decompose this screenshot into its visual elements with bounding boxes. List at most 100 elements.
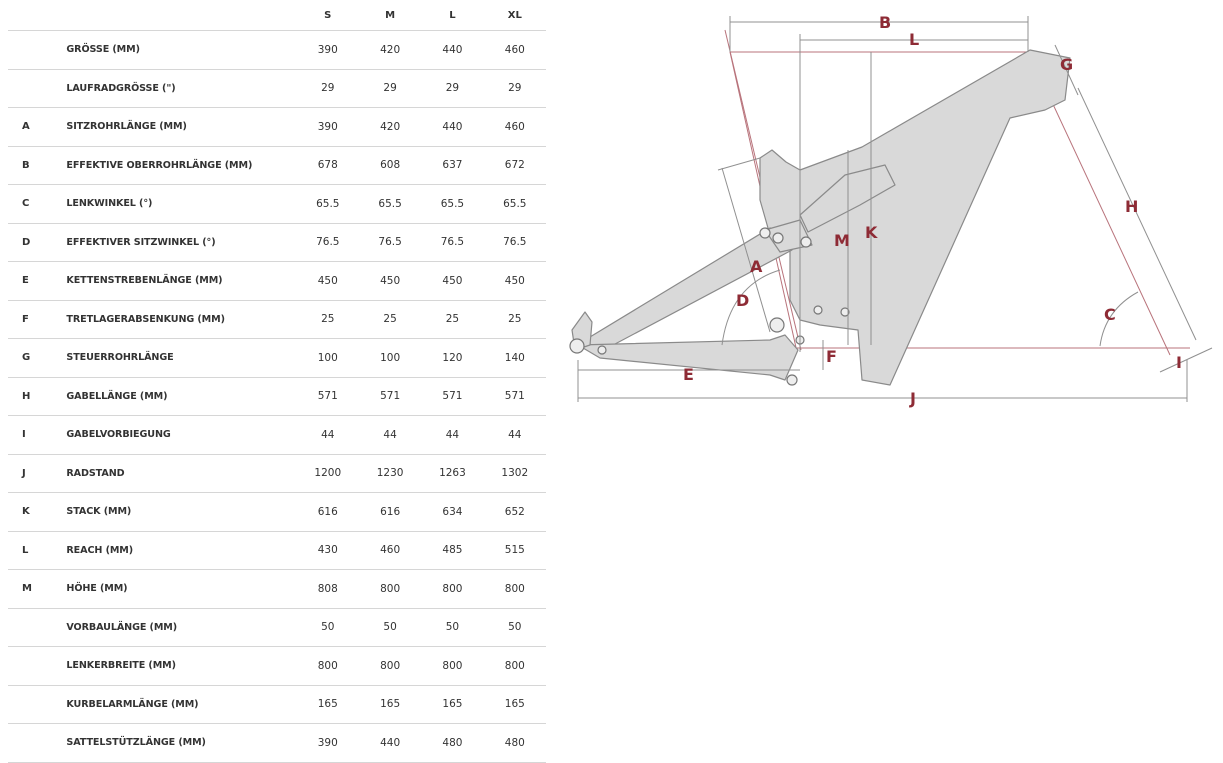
row-value-m: 571 — [358, 377, 422, 416]
row-value-xl: 571 — [483, 377, 546, 416]
row-label: GRÖSSE (MM) — [66, 30, 297, 70]
row-value-l: 50 — [421, 608, 484, 647]
row-value-l: 571 — [421, 377, 484, 416]
label-f: F — [826, 347, 837, 366]
row-label: GABELLÄNGE (MM) — [66, 377, 297, 416]
rear-axle — [569, 338, 585, 354]
row-label: GABELVORBIEGUNG — [66, 415, 297, 455]
row-value-xl: 800 — [483, 569, 546, 609]
row-value-xl: 652 — [483, 492, 546, 532]
row-value-s: 616 — [296, 492, 359, 532]
header-size-xl: XL — [483, 0, 546, 31]
row-code: A — [8, 107, 67, 147]
label-m: M — [834, 231, 850, 250]
row-value-xl: 165 — [483, 685, 546, 724]
row-value-xl: 50 — [483, 608, 546, 647]
row-value-l: 25 — [421, 300, 484, 339]
row-value-m: 420 — [358, 30, 422, 70]
dim-g-line — [1054, 44, 1079, 96]
row-value-m: 29 — [358, 69, 422, 108]
dim-a-line — [721, 167, 771, 333]
row-value-s: 65.5 — [296, 184, 359, 224]
row-value-xl: 800 — [483, 646, 546, 686]
row-label: KETTENSTREBENLÄNGE (MM) — [66, 261, 297, 301]
dim-i-line — [1159, 347, 1213, 373]
row-value-xl: 515 — [483, 531, 546, 570]
main-pivot — [769, 317, 785, 333]
row-code: F — [8, 300, 67, 339]
dimension-lines — [577, 16, 1213, 402]
row-value-m: 608 — [358, 146, 422, 185]
row-value-l: 1263 — [421, 454, 484, 493]
header-size-s: S — [296, 0, 359, 31]
row-value-s: 165 — [296, 685, 359, 724]
pivots — [569, 227, 850, 386]
dim-a-ext — [717, 157, 761, 171]
row-label: LAUFRADGRÖSSE (") — [66, 69, 297, 108]
row-value-s: 390 — [296, 107, 359, 147]
row-value-s: 390 — [296, 723, 359, 763]
row-value-s: 678 — [296, 146, 359, 185]
row-value-s: 25 — [296, 300, 359, 339]
row-value-m: 25 — [358, 300, 422, 339]
label-h: H — [1125, 197, 1138, 216]
label-j: J — [909, 389, 916, 408]
row-value-l: 440 — [421, 30, 484, 70]
header-label — [66, 0, 297, 31]
row-value-s: 1200 — [296, 454, 359, 493]
row-code — [8, 608, 67, 647]
row-value-l: 29 — [421, 69, 484, 108]
row-value-m: 76.5 — [358, 223, 422, 262]
row-value-l: 165 — [421, 685, 484, 724]
row-value-l: 634 — [421, 492, 484, 532]
row-code — [8, 646, 67, 686]
row-value-m: 800 — [358, 569, 422, 609]
row-value-s: 800 — [296, 646, 359, 686]
dim-h-line — [1077, 87, 1197, 341]
row-value-s: 44 — [296, 415, 359, 455]
row-code: E — [8, 261, 67, 301]
row-code: B — [8, 146, 67, 185]
header-code — [8, 0, 67, 31]
label-b: B — [879, 13, 891, 32]
chain-stay — [577, 334, 799, 381]
row-value-l: 637 — [421, 146, 484, 185]
seatstay-pivot-2 — [772, 232, 784, 244]
row-value-l: 120 — [421, 338, 484, 378]
row-value-m: 50 — [358, 608, 422, 647]
row-label: EFFEKTIVER SITZWINKEL (°) — [66, 223, 297, 262]
row-label: TRETLAGERABSENKUNG (MM) — [66, 300, 297, 339]
lower-pivot-3 — [786, 374, 798, 386]
dim-c-arc — [1099, 291, 1139, 347]
row-value-xl: 65.5 — [483, 184, 546, 224]
row-label: LENKWINKEL (°) — [66, 184, 297, 224]
row-value-m: 616 — [358, 492, 422, 532]
row-value-xl: 1302 — [483, 454, 546, 493]
row-code — [8, 30, 67, 70]
label-k: K — [865, 223, 878, 242]
chainstay-pivot — [597, 345, 607, 355]
row-value-xl: 460 — [483, 30, 546, 70]
row-label: STACK (MM) — [66, 492, 297, 532]
seatstay-pivot-1 — [759, 227, 771, 239]
row-label: SATTELSTÜTZLÄNGE (MM) — [66, 723, 297, 763]
row-value-s: 50 — [296, 608, 359, 647]
row-label: LENKERBREITE (MM) — [66, 646, 297, 686]
row-label: STEUERROHRLÄNGE — [66, 338, 297, 378]
row-value-xl: 76.5 — [483, 223, 546, 262]
row-code — [8, 685, 67, 724]
table-header-row: S M L XL — [8, 0, 546, 31]
row-value-xl: 44 — [483, 415, 546, 455]
bike-geometry-diagram: B L G H C I K M A D F E J — [569, 13, 1213, 408]
lower-pivot-1 — [813, 305, 823, 315]
